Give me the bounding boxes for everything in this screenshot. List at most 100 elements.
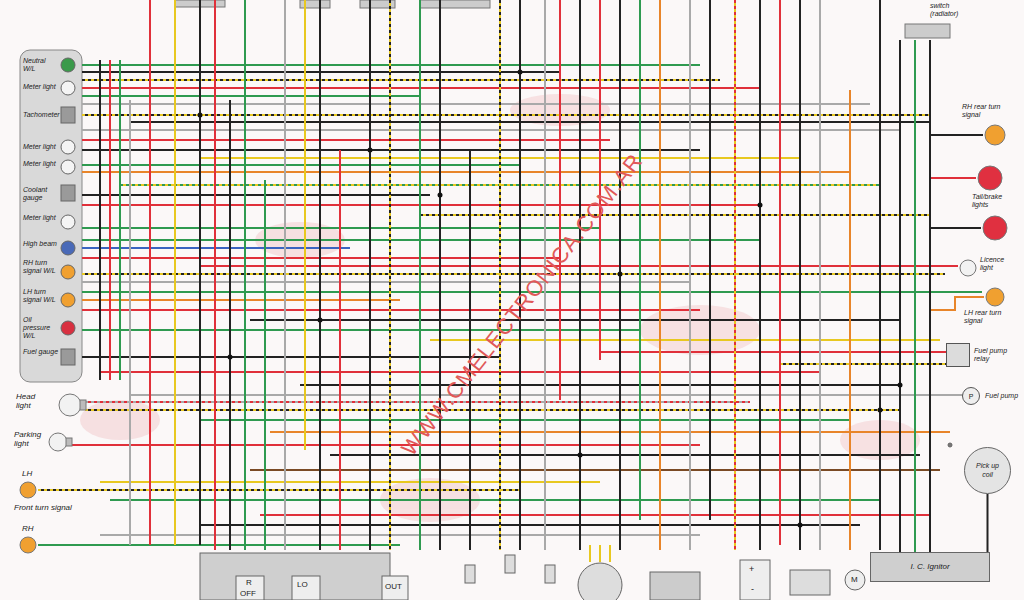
component-symbol xyxy=(61,293,75,307)
gauge-label: Fuel gauge xyxy=(23,348,59,356)
switch-position: R xyxy=(246,578,252,587)
lamp-label: Tail/brake lights xyxy=(972,193,1018,209)
wires xyxy=(38,65,984,545)
wire xyxy=(759,0,761,550)
wire xyxy=(389,0,391,550)
component-symbol xyxy=(845,570,865,590)
wire xyxy=(110,499,880,501)
wire xyxy=(130,394,963,396)
component-symbol xyxy=(740,560,770,600)
component-symbol xyxy=(61,215,75,229)
component-label: I. C. Ignitor xyxy=(910,562,949,571)
wire xyxy=(284,0,286,550)
lamp-label: Neutral W/L xyxy=(23,57,59,73)
wires xyxy=(100,0,930,552)
wire xyxy=(499,0,501,550)
wire xyxy=(600,351,946,353)
component-symbol xyxy=(66,438,72,446)
component-symbol xyxy=(61,160,75,174)
component-symbol xyxy=(80,400,160,440)
wire xyxy=(319,0,321,550)
wire xyxy=(899,40,901,552)
wire xyxy=(780,363,946,365)
lamp-label: RH xyxy=(22,524,34,533)
wire xyxy=(85,401,750,403)
wire xyxy=(200,419,850,421)
wire xyxy=(82,114,930,116)
wire xyxy=(82,329,640,331)
pump-motor: PFuel pump xyxy=(962,387,1019,405)
component-symbol xyxy=(420,0,490,8)
component-symbol xyxy=(640,305,760,355)
wire xyxy=(82,194,430,196)
component-symbol xyxy=(518,70,523,75)
wire xyxy=(389,0,391,550)
component-symbol xyxy=(986,288,1004,306)
wire xyxy=(229,100,231,550)
lamp-label: Oil pressure W/L xyxy=(23,316,59,340)
wire xyxy=(270,431,950,433)
switch-position: OUT xyxy=(385,582,402,591)
component-symbol xyxy=(318,318,323,323)
wire xyxy=(244,0,246,550)
wire xyxy=(849,90,851,550)
component-symbol xyxy=(200,553,390,600)
component-symbol xyxy=(61,107,75,123)
lamp-label: High beam xyxy=(23,240,59,248)
component-symbol xyxy=(650,572,700,600)
wire xyxy=(82,114,930,116)
wire xyxy=(130,121,930,123)
lamp-label: Meter light xyxy=(23,214,59,222)
wire xyxy=(250,469,940,471)
switch-position: LO xyxy=(297,580,308,589)
wire xyxy=(174,0,176,545)
junction-dots xyxy=(198,70,903,528)
component-symbol xyxy=(20,537,36,553)
wire xyxy=(85,409,900,411)
component-symbol xyxy=(545,565,555,583)
wire xyxy=(38,489,520,491)
wire xyxy=(85,401,750,403)
component-symbol xyxy=(578,563,622,600)
panel-lamps xyxy=(61,58,75,365)
wire xyxy=(304,0,306,450)
wire xyxy=(930,227,981,229)
wire xyxy=(100,534,700,536)
component-symbol xyxy=(505,555,515,573)
wire xyxy=(659,0,661,550)
component-symbol xyxy=(80,400,86,410)
wire xyxy=(82,129,900,131)
component-symbol xyxy=(758,203,763,208)
component-symbol xyxy=(905,24,950,38)
wire xyxy=(70,444,700,446)
lamp-label: Front turn signal xyxy=(14,503,72,512)
component-symbol xyxy=(798,523,803,528)
wire xyxy=(82,79,720,81)
wire xyxy=(519,0,521,550)
wire xyxy=(420,214,930,216)
lamp-label: LH xyxy=(22,469,32,478)
gauge-label: Tachometer xyxy=(23,111,59,119)
component-symbol xyxy=(61,185,75,201)
component-symbol xyxy=(578,453,583,458)
component-symbol xyxy=(898,383,903,388)
wire xyxy=(38,544,400,546)
wire xyxy=(82,356,500,358)
wire xyxy=(369,0,371,550)
component-symbol xyxy=(61,81,75,95)
component-symbol xyxy=(61,265,75,279)
wire xyxy=(419,0,421,550)
pickup-coil: Pick up coil xyxy=(964,447,1011,494)
lamp-label: LH rear turn signal xyxy=(964,309,1018,325)
wire xyxy=(109,60,111,380)
component-symbol xyxy=(61,58,75,72)
wire xyxy=(734,0,736,550)
front-lamps xyxy=(20,394,86,553)
bottom-components xyxy=(200,443,952,600)
wire xyxy=(439,0,441,550)
component-symbol xyxy=(59,394,81,416)
component-symbol xyxy=(61,349,75,365)
wire xyxy=(82,164,520,166)
wire xyxy=(599,0,601,360)
